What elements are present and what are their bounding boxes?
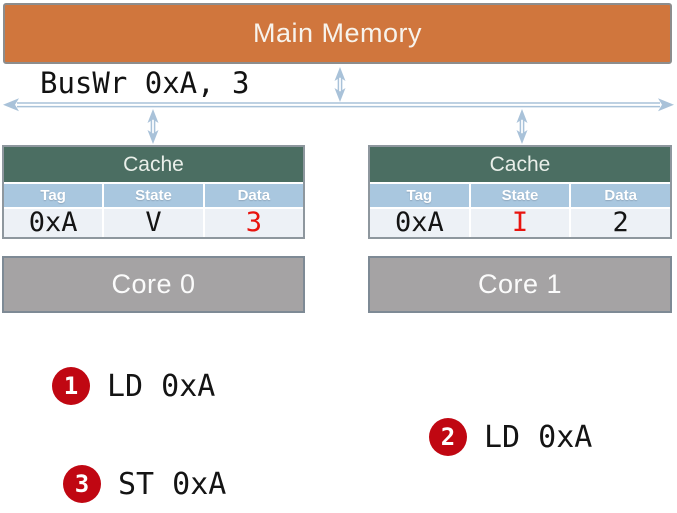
bus-transaction-label: BusWr 0xA, 3 bbox=[40, 66, 250, 100]
cache1-column-header-tag: Tag bbox=[370, 184, 469, 207]
cache1-tag-value: 0xA bbox=[370, 209, 469, 237]
cache0-column-header-data: Data bbox=[204, 184, 303, 207]
cache1-column-header-state: State bbox=[470, 184, 570, 207]
step-1-label: LD 0xA bbox=[107, 368, 216, 404]
cache0-column-header-state: State bbox=[104, 184, 203, 207]
step-2-label: LD 0xA bbox=[484, 419, 593, 455]
cache0-row: 0xA V 3 bbox=[4, 209, 303, 237]
cache1-title: Cache bbox=[370, 147, 670, 182]
cache0-bus-connector-icon bbox=[147, 109, 159, 144]
main-memory-label: Main Memory bbox=[252, 18, 423, 48]
cache0-data-value: 3 bbox=[204, 209, 303, 237]
cache0-column-headers: Tag State Data bbox=[4, 184, 303, 207]
step-3-label: ST 0xA bbox=[118, 466, 227, 502]
cache1-bus-connector-icon bbox=[516, 109, 528, 144]
cache0-state-value: V bbox=[104, 209, 203, 237]
shared-bus-arrow-icon bbox=[3, 98, 674, 112]
cache1-state-value: I bbox=[470, 209, 570, 237]
cache0-column-header-tag: Tag bbox=[4, 184, 103, 207]
step-2: 2 LD 0xA bbox=[429, 418, 592, 456]
cache1-table: Cache Tag State Data 0xA I 2 bbox=[368, 145, 672, 239]
step-3: 3 ST 0xA bbox=[63, 465, 226, 503]
core0-label: Core 0 bbox=[111, 269, 196, 299]
step-1-badge: 1 bbox=[52, 367, 90, 405]
cache1-column-headers: Tag State Data bbox=[370, 184, 671, 207]
cache1-column-header-data: Data bbox=[571, 184, 671, 207]
step-2-badge: 2 bbox=[429, 418, 467, 456]
memory-bus-connector-icon bbox=[334, 67, 346, 102]
main-memory-box: Main Memory bbox=[3, 3, 672, 64]
step-3-badge: 3 bbox=[63, 465, 101, 503]
core0-box: Core 0 bbox=[2, 256, 305, 313]
cache0-tag-value: 0xA bbox=[4, 209, 103, 237]
cache1-row: 0xA I 2 bbox=[370, 209, 671, 237]
step-1: 1 LD 0xA bbox=[52, 367, 215, 405]
cache1-data-value: 2 bbox=[571, 209, 671, 237]
core1-box: Core 1 bbox=[368, 256, 672, 313]
cache0-title: Cache bbox=[4, 147, 303, 182]
core1-label: Core 1 bbox=[477, 269, 563, 299]
cache0-table: Cache Tag State Data 0xA V 3 bbox=[2, 145, 305, 239]
